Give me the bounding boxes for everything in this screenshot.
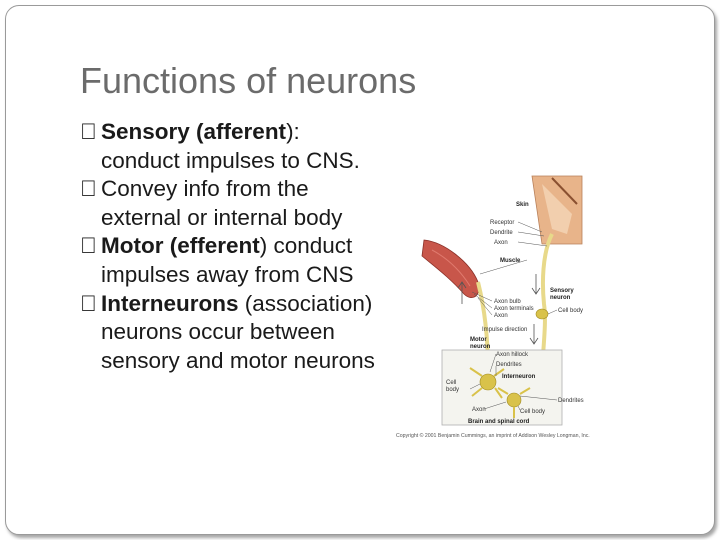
bullet-bold-text: Interneurons [101, 290, 239, 316]
muscle-icon [421, 239, 480, 298]
slide-frame [5, 5, 715, 535]
skin-icon [531, 175, 583, 245]
bullet-marker-icon:  [80, 290, 97, 319]
bullet-text: ): conduct impulses to CNS. [101, 119, 360, 173]
bullet-item-convey: Convey info from the external or intern… [80, 175, 380, 232]
label-dendrites: Dendrites [496, 362, 522, 368]
bullet-marker-icon:  [80, 232, 97, 261]
label-dendrite: Dendrite [490, 230, 513, 236]
label-cell: Cell [446, 380, 456, 386]
sensory-cell-body-icon [535, 308, 549, 320]
motor-cell-icon [469, 367, 505, 399]
arrow-up-icon [457, 281, 467, 304]
bullet-marker-icon:  [80, 175, 97, 204]
label-interneuron: Interneuron [502, 374, 536, 380]
bullet-item-sensory: Sensory (afferent): conduct impulses to… [80, 118, 380, 175]
label-axon-hillock: Axon hillock [496, 352, 529, 358]
reflex-arc-figure: Skin Receptor Dendrite Axon Muscle Senso… [396, 175, 590, 439]
label-skin: Skin [516, 202, 529, 208]
label-motor-neuron: Motor [470, 337, 487, 343]
leader-lines [469, 221, 558, 411]
arrow-down-icon [531, 274, 541, 295]
bullet-bold-text: Motor (efferent [101, 233, 260, 259]
label-axon-3: Axon [472, 407, 486, 413]
spinal-cord-box [441, 349, 563, 426]
bullet-bold-text: Sensory (afferent [101, 119, 287, 144]
label-cell-body: Cell body [558, 308, 583, 314]
label-sensory-neuron: neuron [550, 295, 571, 301]
label-brain-spinal-cord: Brain and spinal cord [468, 419, 530, 425]
label-dendrites-2: Dendrites [558, 398, 584, 404]
label-receptor: Receptor [490, 220, 514, 226]
bullet-text: ) conduct impulses away from CNS [101, 233, 354, 287]
bullet-list: Sensory (afferent): conduct impulses to… [80, 118, 380, 375]
label-axon: Axon [494, 240, 508, 246]
bullet-marker-icon:  [80, 118, 97, 147]
label-axon-2: Axon [494, 313, 508, 319]
label-motor-neuron: neuron [470, 344, 491, 350]
label-muscle: Muscle [500, 258, 521, 264]
interneuron-cell-icon [497, 387, 531, 418]
label-axon-bulb: Axon bulb [494, 299, 521, 305]
label-cell-body-2: Cell body [520, 409, 545, 415]
bullet-text: Convey info from the external or interna… [101, 176, 343, 230]
bullet-item-motor: Motor (efferent) conduct impulses away … [80, 232, 380, 289]
figure-copyright: Copyright © 2001 Benjamin Cummings, an i… [396, 432, 590, 439]
label-impulse-direction: Impulse direction [482, 327, 527, 333]
label-sensory-neuron: Sensory [550, 288, 574, 294]
label-body: body [446, 387, 459, 393]
label-axon-terminals: Axon terminals [494, 306, 534, 312]
slide-title: Functions of neurons [80, 60, 417, 101]
arrow-down-icon [529, 324, 539, 345]
bullet-item-interneurons: Interneurons (association) neurons occu… [80, 290, 380, 376]
bullet-text: (association) neurons occur between sens… [101, 290, 375, 373]
